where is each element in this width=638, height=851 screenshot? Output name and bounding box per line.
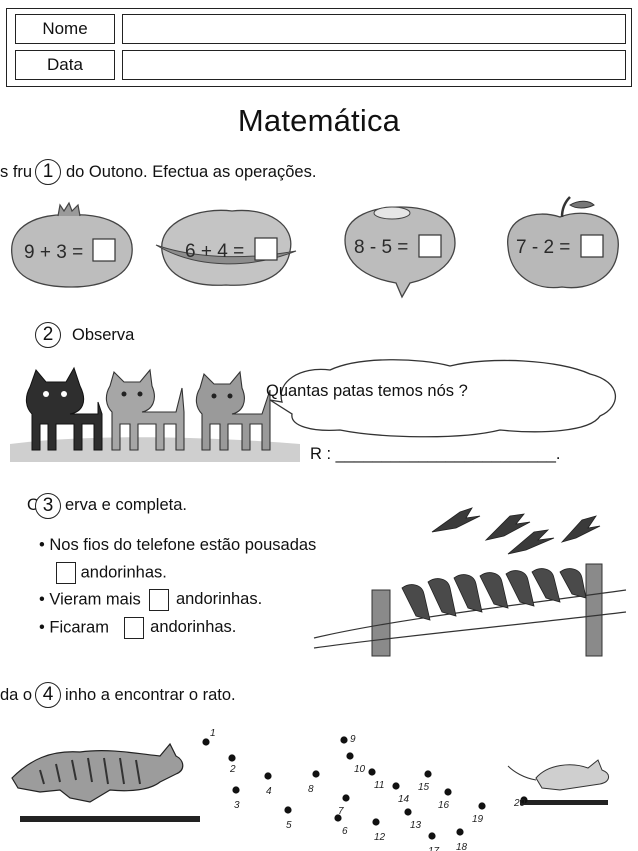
- section4-instruction-left: da o: [0, 686, 33, 704]
- speech-text: Quantas patas temos nós ?: [266, 382, 468, 400]
- operation-1: 9 + 3 =: [24, 242, 83, 263]
- dot-label-7: 7: [338, 806, 344, 817]
- answer-box-3[interactable]: [418, 234, 442, 258]
- section4-instruction-right: inho a encontrar o rato.: [65, 686, 236, 704]
- section2-number: 2: [35, 322, 61, 348]
- dot-label-12: 12: [374, 832, 386, 843]
- dot-label-18: 18: [456, 842, 468, 851]
- cat-2-drawing: [105, 368, 185, 451]
- page-title: Matemática: [237, 103, 401, 138]
- section1-instruction-left: s fru: [0, 163, 33, 181]
- dot-label-14: 14: [398, 794, 410, 805]
- name-label: Nome: [15, 14, 115, 44]
- answer-box-4[interactable]: [580, 234, 604, 258]
- section1-instruction-right: do Outono. Efectua as operações.: [66, 163, 317, 181]
- dot-label-11: 11: [374, 780, 384, 791]
- dot-label-16: 16: [438, 800, 450, 811]
- dot-label-4: 4: [266, 786, 272, 797]
- section4-number: 4: [35, 682, 61, 708]
- bullet-3: • Ficaram andorinhas.: [39, 617, 236, 639]
- answer-box-1[interactable]: [92, 238, 116, 262]
- dot-label-8: 8: [308, 784, 314, 795]
- dot-11[interactable]: [368, 768, 376, 776]
- answer-box-6[interactable]: [149, 589, 170, 611]
- dot-1[interactable]: [202, 738, 210, 746]
- answer-line[interactable]: R : ________________________.: [310, 445, 561, 463]
- dot-3[interactable]: [232, 786, 240, 794]
- section1-number: 1: [35, 159, 61, 185]
- bullet-1-text: Nos fios do telefone estão pousadas: [49, 536, 317, 554]
- dot-label-10: 10: [354, 764, 366, 775]
- dot-10[interactable]: [346, 752, 354, 760]
- dot-12[interactable]: [372, 818, 380, 826]
- answer-box-5[interactable]: [56, 562, 76, 584]
- dot-4[interactable]: [264, 772, 272, 780]
- operation-3: 8 - 5 =: [354, 237, 408, 258]
- pomegranate-drawing: 9 + 3 =: [11, 201, 133, 288]
- cat-3-drawing: [195, 370, 271, 451]
- dot-label-3: 3: [234, 800, 240, 811]
- dot-2[interactable]: [228, 754, 236, 762]
- student-info-form: Nome Data: [6, 8, 632, 87]
- date-field[interactable]: [122, 50, 626, 80]
- dot-label-19: 19: [472, 814, 484, 825]
- operation-2: 6 + 4 =: [185, 241, 244, 262]
- dot-5[interactable]: [284, 806, 292, 814]
- turnip-drawing: 8 - 5 =: [344, 206, 456, 299]
- bullet-2: • Vieram mais andorinhas.: [39, 589, 262, 611]
- bullet-2-text-2: andorinhas.: [175, 590, 263, 609]
- speech-bubble: [269, 359, 616, 438]
- dot-16[interactable]: [444, 788, 452, 796]
- flying-swallows: [431, 507, 601, 555]
- dot-6[interactable]: [334, 814, 342, 822]
- dot-label-17: 17: [428, 846, 440, 851]
- dot-8[interactable]: [312, 770, 320, 778]
- cat-1-drawing: [25, 366, 103, 451]
- dot-label-15: 15: [418, 782, 430, 793]
- dot-20[interactable]: [520, 796, 528, 804]
- fruits-illustration: 9 + 3 = 6 + 4 = 8 - 5 = 7 - 2 =: [11, 196, 619, 299]
- answer-box-7[interactable]: [123, 617, 144, 639]
- section2-instruction: Observa: [72, 326, 135, 344]
- dot-label-5: 5: [286, 820, 292, 831]
- dot-18[interactable]: [456, 828, 464, 836]
- bullet-1: • Nos fios do telefone estão pousadas: [39, 536, 317, 554]
- mouse-drawing: [507, 759, 609, 805]
- dot-to-dot-puzzle: 1234567891011121314151617181920: [11, 728, 609, 851]
- dot-label-2: 2: [229, 764, 236, 775]
- dot-label-1: 1: [210, 728, 216, 739]
- bullet-3-text-2: andorinhas.: [150, 618, 237, 637]
- walnut-drawing: 6 + 4 =: [155, 209, 297, 286]
- numbered-dots[interactable]: 1234567891011121314151617181920: [202, 728, 528, 851]
- dot-19[interactable]: [478, 802, 486, 810]
- dot-label-13: 13: [410, 820, 422, 831]
- dot-label-6: 6: [342, 826, 348, 837]
- answer-box-2[interactable]: [254, 237, 278, 261]
- dot-label-9: 9: [350, 734, 356, 745]
- apple-drawing: 7 - 2 =: [507, 196, 619, 289]
- name-field[interactable]: [122, 14, 626, 44]
- dot-9[interactable]: [340, 736, 348, 744]
- dot-17[interactable]: [428, 832, 436, 840]
- section3-number: 3: [35, 493, 61, 519]
- bullet-1-text-2: andorinhas.: [80, 563, 167, 582]
- section1-instruction: s fru: [0, 163, 32, 182]
- section3-instruction-right: erva e completa.: [65, 496, 187, 514]
- bullet-1-continued: andorinhas.: [56, 562, 167, 584]
- cats-illustration: [10, 359, 616, 462]
- running-cat-drawing: [11, 742, 200, 822]
- bullet-3-text: Ficaram: [49, 618, 109, 637]
- dot-label-20: 20: [513, 798, 526, 809]
- date-label: Data: [15, 50, 115, 80]
- dot-15[interactable]: [424, 770, 432, 778]
- swallows-illustration: [313, 507, 627, 657]
- dot-7[interactable]: [342, 794, 350, 802]
- operation-4: 7 - 2 =: [516, 237, 570, 258]
- bullet-2-text: Vieram mais: [49, 590, 141, 609]
- dot-13[interactable]: [404, 808, 412, 816]
- perched-swallows: [401, 568, 587, 621]
- dot-14[interactable]: [392, 782, 400, 790]
